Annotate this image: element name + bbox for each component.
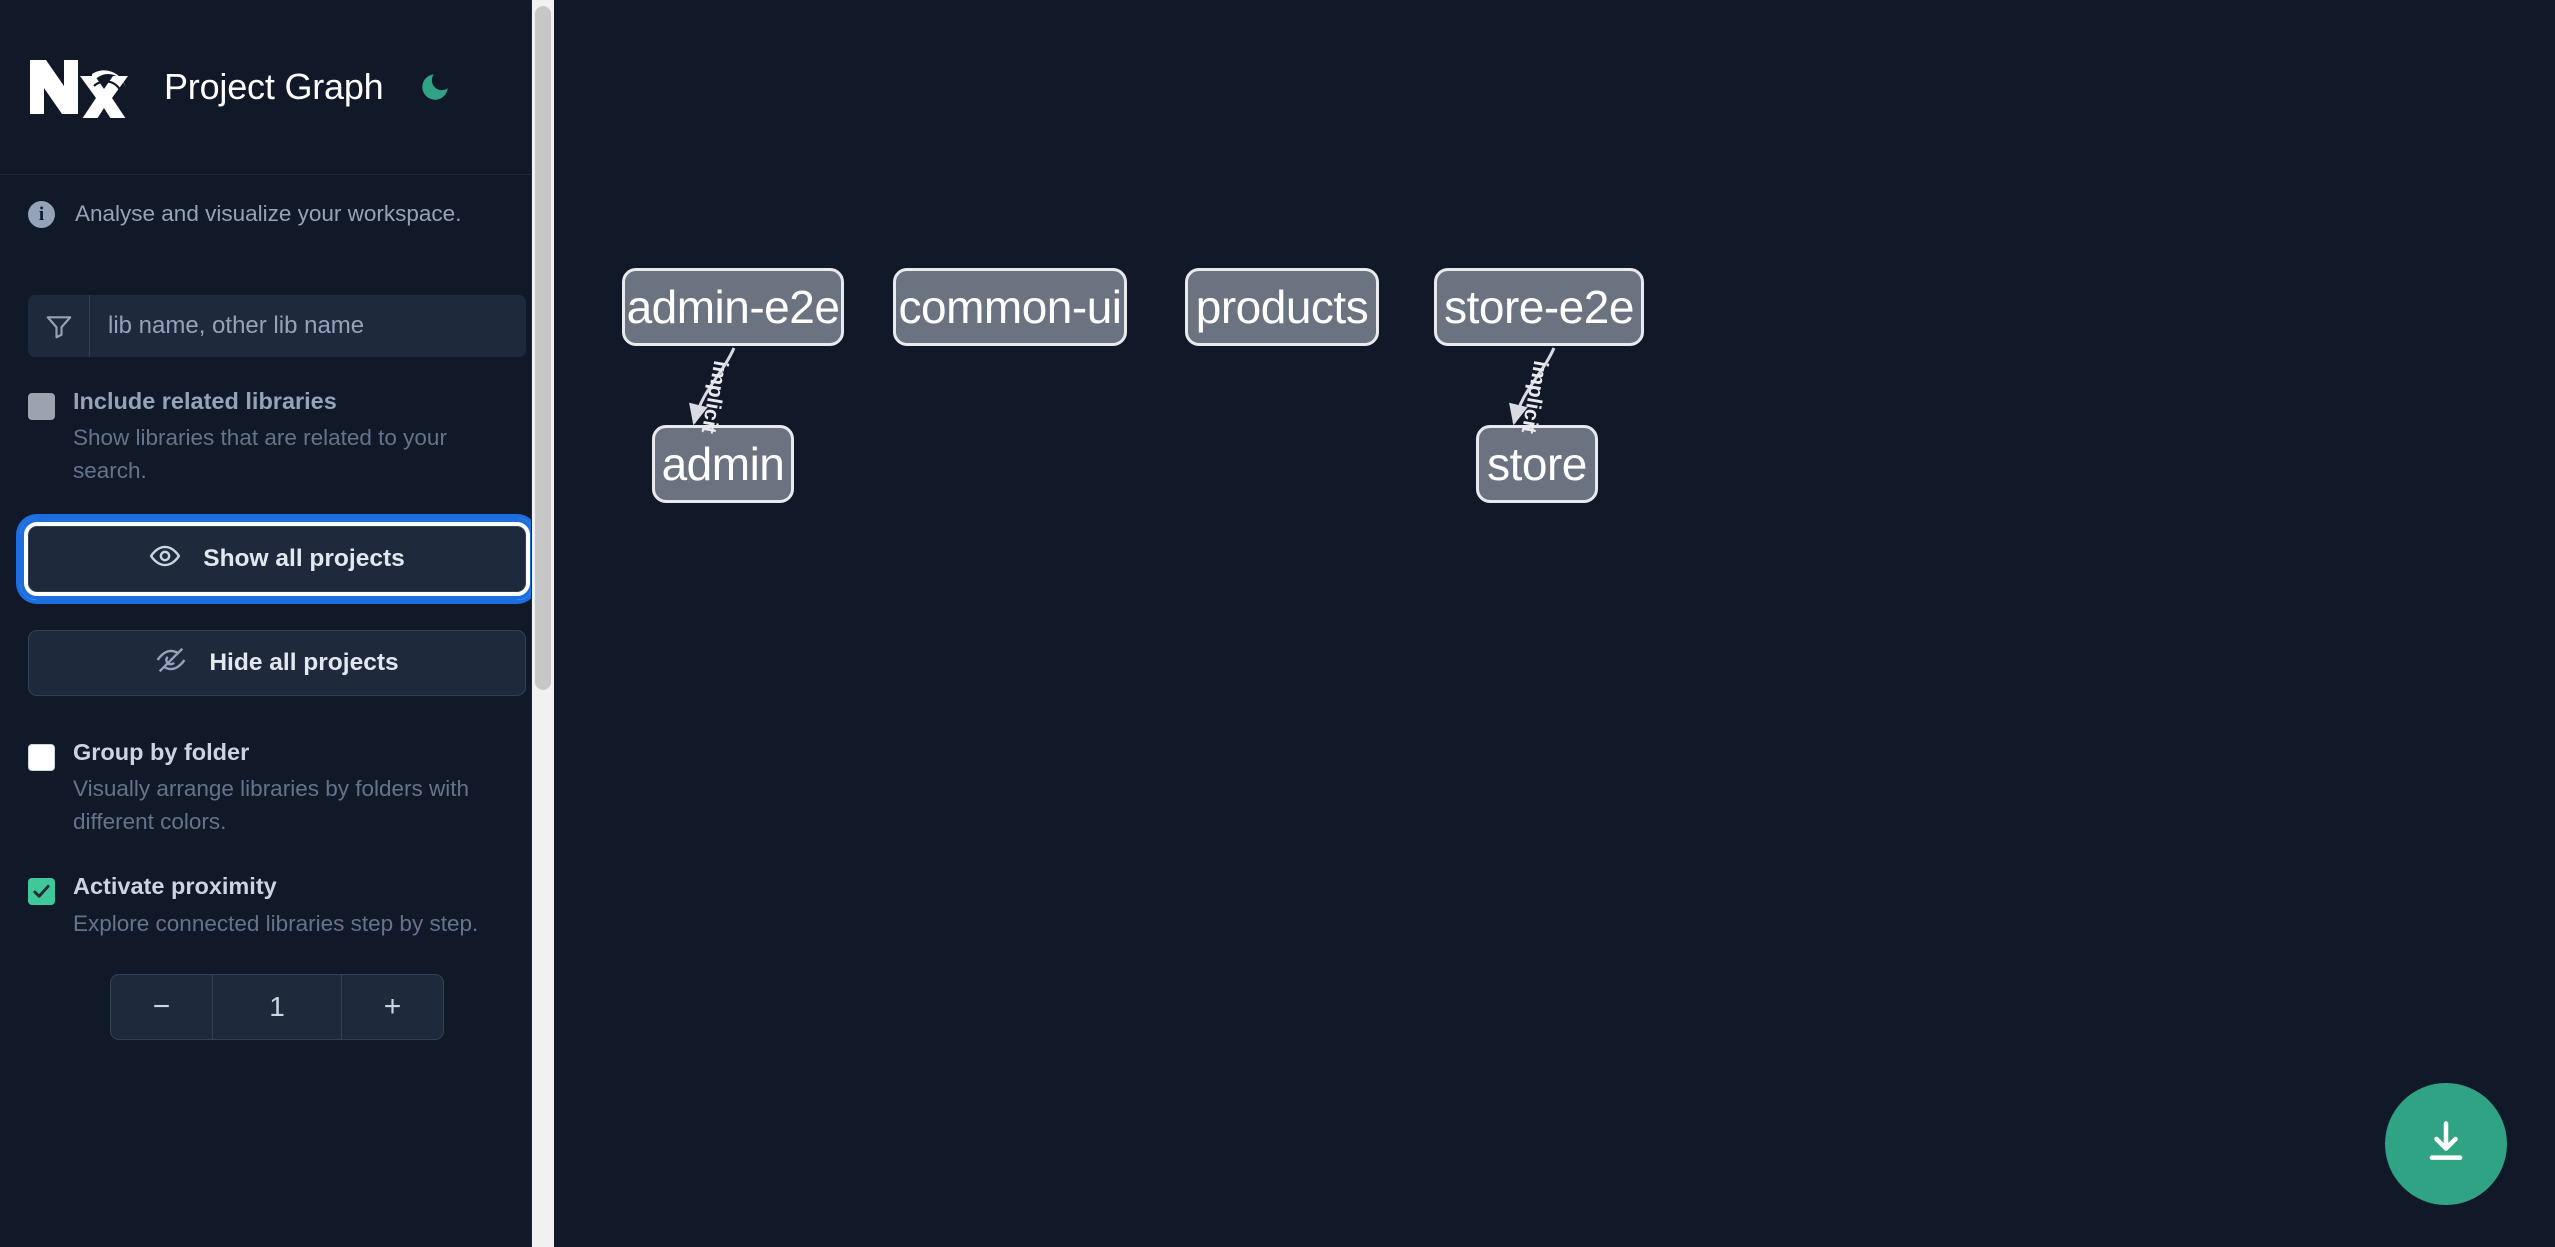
download-icon	[2420, 1116, 2472, 1173]
group-by-folder-description: Visually arrange libraries by folders wi…	[73, 776, 470, 834]
proximity-value: 1	[269, 991, 285, 1023]
proximity-increment-button[interactable]: +	[341, 975, 443, 1040]
proximity-decrement-button[interactable]: −	[111, 975, 213, 1040]
activate-proximity-label: Activate proximity	[73, 873, 277, 900]
eye-icon	[149, 540, 181, 577]
graph-canvas[interactable]: admin-e2e common-ui products store-e2e a…	[554, 0, 2555, 1247]
graph-node-store-e2e[interactable]: store-e2e	[1434, 268, 1644, 346]
search-field[interactable]	[28, 295, 526, 357]
sidebar-header: Project Graph	[0, 0, 554, 175]
hide-all-projects-label: Hide all projects	[209, 648, 399, 676]
hide-all-projects-button[interactable]: Hide all projects	[28, 629, 526, 696]
show-all-projects-button[interactable]: Show all projects	[20, 517, 534, 600]
sidebar-content: Project Graph i Analyse and visualize yo…	[0, 0, 554, 1247]
sidebar-scrollbar[interactable]	[532, 0, 554, 1247]
graph-node-common-ui[interactable]: common-ui	[893, 268, 1127, 346]
group-by-folder-checkbox[interactable]	[28, 743, 55, 771]
graph-node-store[interactable]: store	[1476, 425, 1598, 503]
workspace-info: i Analyse and visualize your workspace.	[0, 175, 554, 253]
group-by-folder-label: Group by folder	[73, 738, 250, 765]
option-include-related-libraries[interactable]: Include related libraries Show libraries…	[0, 387, 554, 488]
activate-proximity-description: Explore connected libraries step by step…	[73, 910, 479, 936]
download-graph-button[interactable]	[2385, 1083, 2507, 1205]
edge-admin-e2e-to-admin	[689, 347, 736, 426]
search-input[interactable]	[90, 295, 526, 357]
moon-icon[interactable]	[414, 66, 456, 108]
graph-node-admin[interactable]: admin	[652, 425, 794, 503]
sidebar-scrollbar-thumb[interactable]	[535, 6, 551, 690]
graph-edges	[689, 347, 1556, 426]
show-all-projects-label: Show all projects	[203, 544, 405, 572]
info-icon: i	[28, 200, 55, 228]
graph-node-admin-e2e[interactable]: admin-e2e	[622, 268, 844, 346]
workspace-info-text: Analyse and visualize your workspace.	[75, 201, 462, 226]
sidebar-divider	[531, 0, 532, 1247]
activate-proximity-checkbox[interactable]	[28, 878, 55, 906]
nx-logo	[28, 56, 128, 118]
page-title: Project Graph	[164, 66, 384, 107]
eye-off-icon	[155, 644, 187, 681]
option-activate-proximity[interactable]: Activate proximity Explore connected lib…	[0, 872, 554, 940]
option-group-by-folder[interactable]: Group by folder Visually arrange librari…	[0, 738, 554, 839]
include-related-libraries-label: Include related libraries	[73, 388, 337, 414]
include-related-libraries-description: Show libraries that are related to your …	[73, 425, 447, 483]
sidebar: Project Graph i Analyse and visualize yo…	[0, 0, 554, 1247]
edge-store-e2e-to-store	[1509, 347, 1556, 426]
include-related-libraries-checkbox[interactable]	[28, 393, 55, 420]
filter-icon	[28, 295, 90, 357]
proximity-stepper[interactable]: − 1 +	[110, 974, 444, 1041]
graph-node-products[interactable]: products	[1185, 268, 1379, 346]
